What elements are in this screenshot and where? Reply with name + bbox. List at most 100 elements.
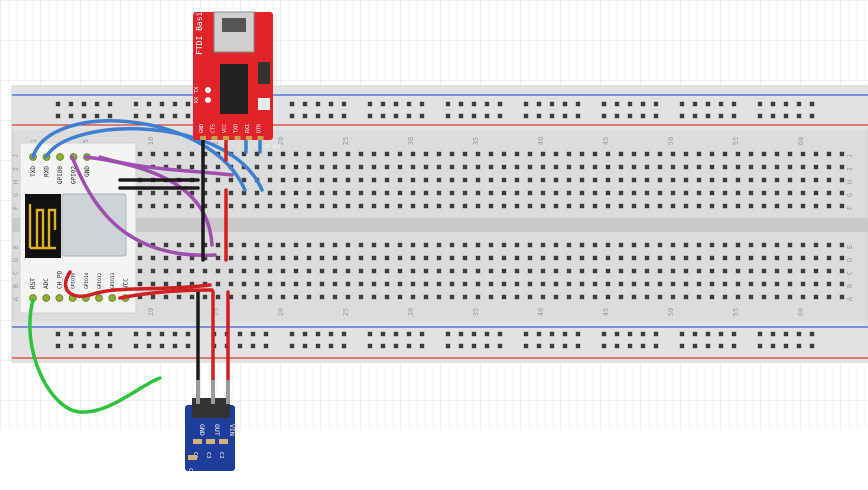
rail-hole xyxy=(497,343,503,349)
esp-pin-label: CH_PD xyxy=(56,271,63,289)
breadboard-hole xyxy=(267,268,273,274)
rail-hole xyxy=(302,113,308,119)
breadboard-hole xyxy=(280,151,286,157)
breadboard-hole xyxy=(449,242,455,248)
breadboard-hole xyxy=(644,281,650,287)
ftdi-chip xyxy=(220,64,248,114)
rail-hole xyxy=(68,113,74,119)
rail-hole xyxy=(302,101,308,107)
rail-hole xyxy=(575,113,581,119)
breadboard-hole xyxy=(176,164,182,170)
rail-hole xyxy=(55,101,61,107)
breadboard-hole xyxy=(553,268,559,274)
breadboard-hole xyxy=(345,177,351,183)
breadboard-hole xyxy=(436,281,442,287)
wire-purple-short xyxy=(98,155,234,177)
breadboard-hole xyxy=(462,268,468,274)
rail-hole xyxy=(328,113,334,119)
rail-hole xyxy=(731,343,737,349)
breadboard-hole xyxy=(644,164,650,170)
breadboard-hole xyxy=(189,164,195,170)
breadboard-hole xyxy=(423,294,429,300)
rail-hole xyxy=(315,101,321,107)
ftdi-pin-label: CTS xyxy=(211,124,217,133)
breadboard-hole xyxy=(605,294,611,300)
breadboard-hole xyxy=(735,281,741,287)
breadboard-hole xyxy=(709,268,715,274)
breadboard-hole xyxy=(293,177,299,183)
breadboard-hole xyxy=(163,164,169,170)
ftdi-crystal xyxy=(258,62,270,84)
breadboard-hole xyxy=(592,242,598,248)
esp-pin-pad xyxy=(108,294,117,302)
breadboard-hole xyxy=(215,281,221,287)
breadboard-hole xyxy=(228,255,234,261)
rail-hole xyxy=(380,331,386,337)
breadboard-hole xyxy=(774,190,780,196)
breadboard-hole xyxy=(527,294,533,300)
breadboard-hole xyxy=(566,294,572,300)
rail-hole xyxy=(380,101,386,107)
breadboard-hole xyxy=(332,268,338,274)
rail-hole xyxy=(497,331,503,337)
breadboard-hole xyxy=(254,151,260,157)
rail-hole xyxy=(133,113,139,119)
breadboard-hole xyxy=(514,242,520,248)
breadboard-hole xyxy=(202,177,208,183)
breadboard-hole xyxy=(436,164,442,170)
breadboard-hole xyxy=(371,190,377,196)
column-number-bottom: 45 xyxy=(602,308,610,316)
breadboard-hole xyxy=(813,164,819,170)
breadboard-hole xyxy=(566,268,572,274)
breadboard-hole xyxy=(657,281,663,287)
breadboard-hole xyxy=(293,190,299,196)
breadboard-hole xyxy=(514,281,520,287)
breadboard-hole xyxy=(436,294,442,300)
row-letter: C xyxy=(12,271,20,275)
breadboard-hole xyxy=(631,190,637,196)
column-number-top: 20 xyxy=(277,137,285,145)
breadboard-hole xyxy=(605,190,611,196)
breadboard-hole xyxy=(566,242,572,248)
breadboard-hole xyxy=(683,177,689,183)
regulator-capacitor-label: C4 xyxy=(187,468,193,475)
rail-hole xyxy=(289,343,295,349)
breadboard-hole xyxy=(644,255,650,261)
breadboard-hole xyxy=(358,177,364,183)
regulator-pin xyxy=(211,380,215,404)
rail-hole xyxy=(757,343,763,349)
row-letter: D xyxy=(846,258,854,262)
column-number-top: 60 xyxy=(797,137,805,145)
breadboard-hole xyxy=(254,281,260,287)
ftdi-pin xyxy=(223,136,229,140)
breadboard-hole xyxy=(540,242,546,248)
breadboard-hole xyxy=(501,242,507,248)
breadboard-hole xyxy=(826,242,832,248)
breadboard-hole xyxy=(566,164,572,170)
breadboard-hole xyxy=(423,164,429,170)
breadboard-hole xyxy=(254,268,260,274)
breadboard-hole xyxy=(722,164,728,170)
rail-hole xyxy=(614,331,620,337)
rail-hole xyxy=(458,113,464,119)
rail-hole xyxy=(523,101,529,107)
breadboard-hole xyxy=(267,164,273,170)
breadboard-hole xyxy=(462,242,468,248)
rail-hole xyxy=(796,343,802,349)
rail-hole xyxy=(471,113,477,119)
rail-hole xyxy=(406,113,412,119)
breadboard-hole xyxy=(436,190,442,196)
breadboard-hole xyxy=(618,190,624,196)
column-number-bottom: 60 xyxy=(797,308,805,316)
column-number-top: 15 xyxy=(212,137,220,145)
breadboard-hole xyxy=(267,177,273,183)
breadboard-hole xyxy=(319,203,325,209)
breadboard-hole xyxy=(657,151,663,157)
breadboard-hole xyxy=(748,294,754,300)
breadboard-hole xyxy=(748,164,754,170)
breadboard-hole xyxy=(735,190,741,196)
row-letter: E xyxy=(846,245,854,249)
breadboard-hole xyxy=(293,268,299,274)
rail-hole xyxy=(159,343,165,349)
breadboard-hole xyxy=(696,294,702,300)
